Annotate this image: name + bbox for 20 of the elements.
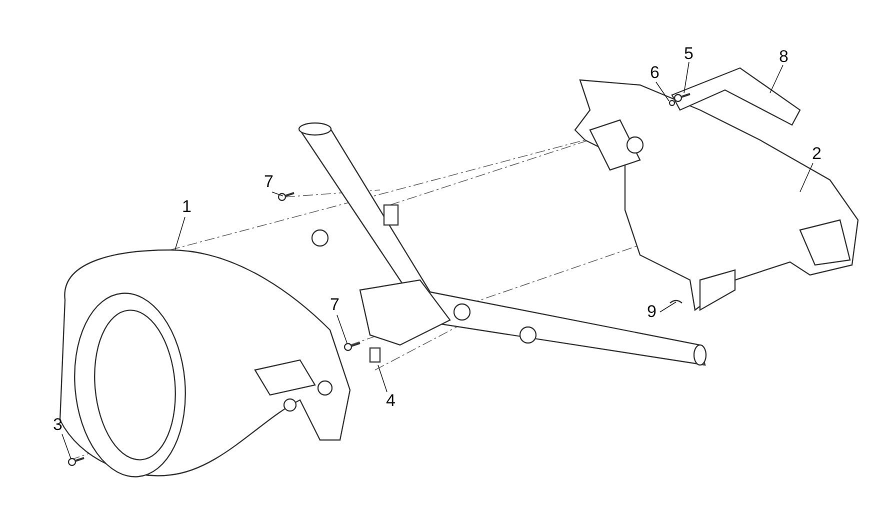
leader-line <box>660 302 676 312</box>
callout-number: 7 <box>264 173 274 191</box>
leader-line <box>62 434 72 460</box>
callout-number: 9 <box>647 303 656 321</box>
callout-number: 7 <box>330 296 340 314</box>
leader-line <box>656 82 670 102</box>
callout-number: 2 <box>812 145 822 163</box>
callout-number: 3 <box>53 416 62 434</box>
leader-line <box>800 162 814 192</box>
callout-number: 4 <box>386 392 396 410</box>
callout-number: 1 <box>182 198 192 216</box>
leader-line <box>272 192 284 196</box>
leader-line <box>378 364 388 392</box>
callout-number: 6 <box>650 64 660 82</box>
leader-line <box>770 64 784 94</box>
callout-number: 8 <box>779 48 788 66</box>
callout-number: 5 <box>684 45 694 63</box>
leader-line <box>684 62 690 94</box>
leader-line <box>336 314 348 344</box>
leader-line <box>174 216 186 250</box>
